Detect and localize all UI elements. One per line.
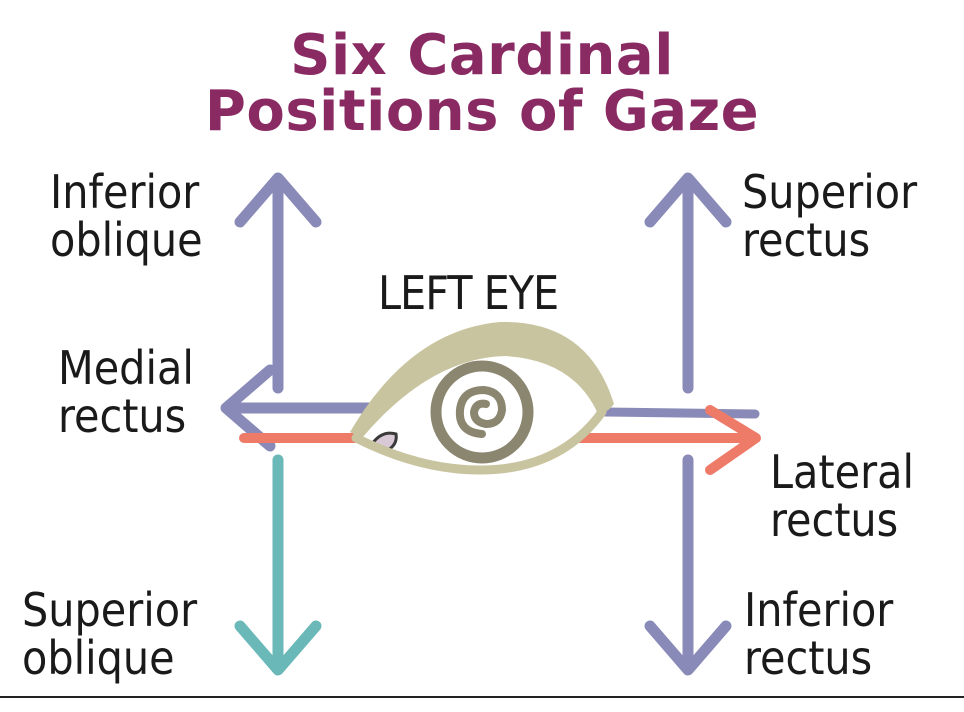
arrow-superior-oblique bbox=[234, 454, 322, 676]
label-line: Inferior bbox=[50, 165, 200, 219]
title-line-1: Six Cardinal bbox=[290, 23, 674, 88]
arrow-inferior-oblique bbox=[234, 172, 322, 394]
label-lateral-rectus: Lateral rectus bbox=[770, 448, 914, 544]
label-line: Lateral bbox=[770, 445, 914, 499]
eye-illustration bbox=[350, 321, 614, 475]
title-line-2: Positions of Gaze bbox=[204, 79, 760, 144]
label-line: oblique bbox=[22, 631, 175, 685]
bottom-divider bbox=[0, 696, 964, 698]
iris-outer bbox=[430, 360, 534, 464]
label-line: Superior bbox=[22, 583, 198, 637]
upper-eyelid bbox=[350, 321, 614, 438]
label-line: rectus bbox=[744, 631, 873, 685]
label-superior-rectus: Superior rectus bbox=[742, 168, 917, 264]
label-line: rectus bbox=[770, 493, 899, 547]
eye-caption: LEFT EYE bbox=[378, 266, 559, 320]
line-right-purple bbox=[600, 407, 760, 419]
label-line: rectus bbox=[742, 213, 871, 267]
arrow-inferior-rectus bbox=[644, 454, 732, 676]
lower-eyelid bbox=[351, 407, 607, 475]
arrow-superior-rectus bbox=[644, 172, 732, 394]
label-inferior-rectus: Inferior rectus bbox=[744, 586, 893, 682]
label-superior-oblique: Superior oblique bbox=[22, 586, 197, 682]
label-line: Inferior bbox=[744, 583, 894, 637]
iris-spiral bbox=[455, 385, 507, 438]
label-line: rectus bbox=[58, 389, 187, 443]
label-line: Superior bbox=[742, 165, 918, 219]
label-line: Medial bbox=[58, 341, 194, 395]
label-medial-rectus: Medial rectus bbox=[58, 344, 194, 440]
label-line: oblique bbox=[50, 213, 203, 267]
label-inferior-oblique: Inferior oblique bbox=[50, 168, 203, 264]
